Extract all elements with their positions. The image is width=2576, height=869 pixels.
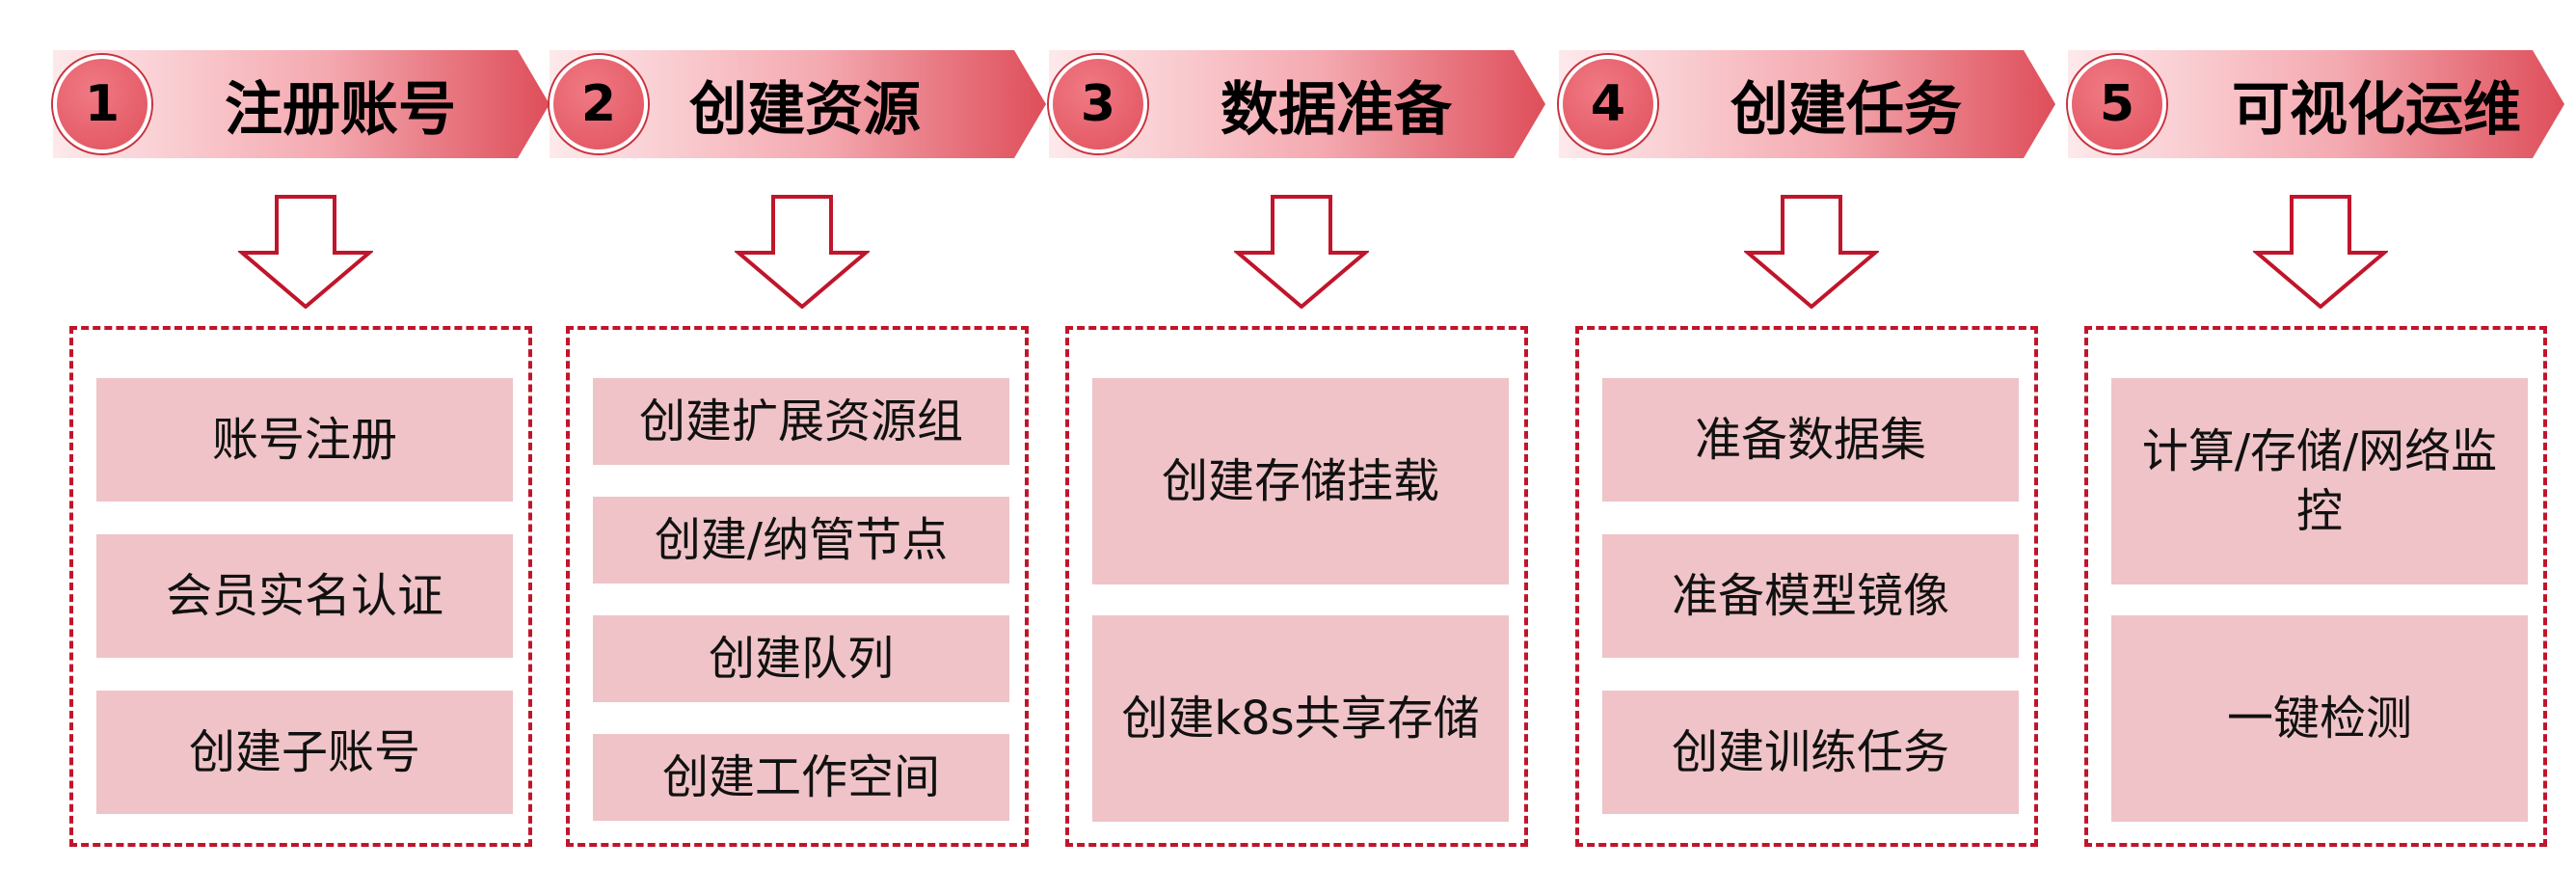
step-item: 准备数据集 <box>1602 378 2019 502</box>
step-banner: 4 创建任务 <box>1559 50 2055 158</box>
step-items-box: 计算/存储/网络监控 一键检测 <box>2084 326 2547 847</box>
step-item: 准备模型镜像 <box>1602 534 2019 658</box>
step-item: 创建k8s共享存储 <box>1092 615 1509 822</box>
step-number: 2 <box>580 75 617 133</box>
step-item: 创建训练任务 <box>1602 691 2019 814</box>
step-item: 计算/存储/网络监控 <box>2111 378 2528 584</box>
step-3: 3 数据准备 创建存储挂载 创建k8s共享存储 <box>1049 0 1545 869</box>
step-item: 账号注册 <box>96 378 513 502</box>
step-4: 4 创建任务 准备数据集 准备模型镜像 创建训练任务 <box>1559 0 2055 869</box>
step-number-badge: 5 <box>2068 55 2166 153</box>
step-banner: 5 可视化运维 <box>2068 50 2564 158</box>
step-item: 创建子账号 <box>96 691 513 814</box>
step-item: 创建工作空间 <box>593 734 1009 821</box>
step-2: 2 创建资源 创建扩展资源组 创建/纳管节点 创建队列 创建工作空间 <box>550 0 1046 869</box>
step-banner: 1 注册账号 <box>53 50 550 158</box>
step-title: 可视化运维 <box>2232 75 2521 144</box>
step-item: 创建存储挂载 <box>1092 378 1509 584</box>
step-item: 会员实名认证 <box>96 534 513 658</box>
step-title: 注册账号 <box>225 75 456 144</box>
banner-arrow-shape <box>550 50 1046 158</box>
step-5: 5 可视化运维 计算/存储/网络监控 一键检测 <box>2068 0 2564 869</box>
step-title: 创建资源 <box>689 75 921 144</box>
down-arrow-icon <box>735 195 870 309</box>
down-arrow-icon <box>1744 195 1879 309</box>
step-banner: 2 创建资源 <box>550 50 1046 158</box>
step-item: 创建队列 <box>593 615 1009 702</box>
step-items-box: 创建存储挂载 创建k8s共享存储 <box>1065 326 1528 847</box>
step-number: 3 <box>1080 75 1116 133</box>
step-item: 创建扩展资源组 <box>593 378 1009 465</box>
down-arrow-icon <box>2253 195 2388 309</box>
step-items-box: 准备数据集 准备模型镜像 创建训练任务 <box>1575 326 2038 847</box>
down-arrow-icon <box>238 195 373 309</box>
banner-arrow-shape <box>1559 50 2055 158</box>
step-items-box: 账号注册 会员实名认证 创建子账号 <box>69 326 532 847</box>
step-banner: 3 数据准备 <box>1049 50 1545 158</box>
step-number-badge: 3 <box>1049 55 1147 153</box>
step-number-badge: 4 <box>1559 55 1657 153</box>
step-1: 1 注册账号 账号注册 会员实名认证 创建子账号 <box>53 0 550 869</box>
step-title: 创建任务 <box>1731 75 1962 144</box>
step-items-box: 创建扩展资源组 创建/纳管节点 创建队列 创建工作空间 <box>566 326 1029 847</box>
step-item: 一键检测 <box>2111 615 2528 822</box>
step-number-badge: 2 <box>550 55 648 153</box>
down-arrow-icon <box>1234 195 1369 309</box>
banner-arrow-shape <box>1049 50 1545 158</box>
step-number-badge: 1 <box>53 55 151 153</box>
step-number: 4 <box>1590 75 1626 133</box>
step-number: 1 <box>84 75 121 133</box>
step-item: 创建/纳管节点 <box>593 497 1009 584</box>
step-title: 数据准备 <box>1221 75 1452 144</box>
step-number: 5 <box>2099 75 2135 133</box>
banner-arrow-shape <box>53 50 550 158</box>
banner-arrow-shape <box>2068 50 2564 158</box>
